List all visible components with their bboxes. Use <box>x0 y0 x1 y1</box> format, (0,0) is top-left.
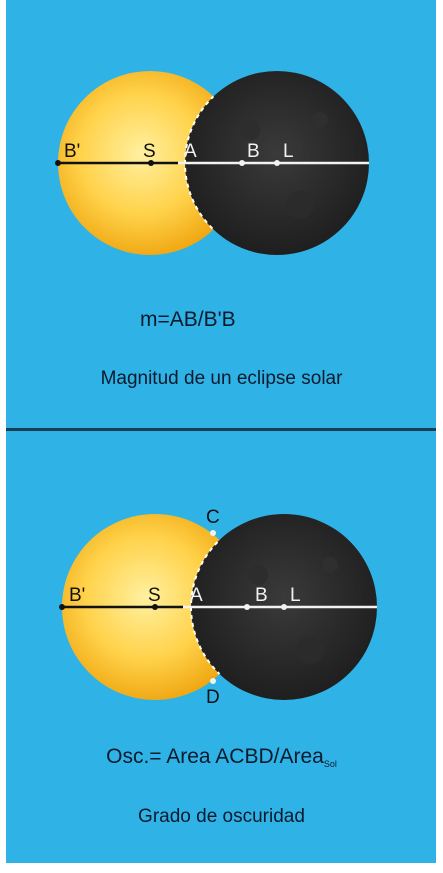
point-d <box>210 678 216 684</box>
moon-crater <box>286 191 314 219</box>
panel-divider <box>6 428 436 431</box>
point-b <box>244 604 250 610</box>
label-a: A <box>184 141 197 162</box>
label-l: L <box>283 141 294 162</box>
moon-crater <box>248 565 268 585</box>
obscuration-formula-main: Osc.= Area ACBD/Area <box>106 745 324 768</box>
label-l: L <box>290 585 301 606</box>
moon-crater <box>240 120 260 140</box>
label-b: B <box>247 141 260 162</box>
obscuration-formula-subscript: Sol <box>323 759 337 769</box>
point-b <box>239 160 245 166</box>
label-b-prime: B' <box>69 585 85 606</box>
point-b-prime <box>59 604 65 610</box>
magnitude-formula: m=AB/B'B <box>140 308 236 331</box>
point-s <box>148 160 154 166</box>
point-b-prime <box>55 160 61 166</box>
magnitude-title: Magnitud de un eclipse solar <box>100 368 343 389</box>
point-l <box>274 160 280 166</box>
moon-crater <box>322 557 338 573</box>
label-c: C <box>206 507 220 528</box>
label-s: S <box>148 585 161 606</box>
point-c <box>210 530 216 536</box>
point-s <box>152 604 158 610</box>
obscuration-title: Grado de oscuridad <box>138 806 305 827</box>
label-d: D <box>206 687 220 708</box>
point-l <box>281 604 287 610</box>
obscuration-formula: Osc.= Area ACBD/AreaSol <box>0 745 443 769</box>
label-b: B <box>255 585 268 606</box>
label-b-prime: B' <box>64 141 80 162</box>
label-a: A <box>190 585 203 606</box>
panel1-diagram: B' S A B L <box>55 71 369 255</box>
label-s: S <box>143 141 156 162</box>
panel2-diagram: B' S A B L C D <box>59 507 377 708</box>
moon-crater <box>296 636 324 664</box>
moon-crater <box>312 112 328 128</box>
